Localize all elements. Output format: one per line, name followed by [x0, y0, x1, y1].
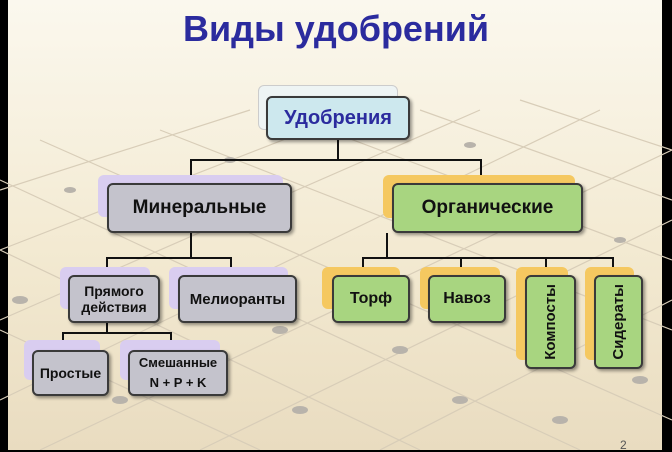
connector	[386, 233, 388, 259]
connector	[545, 257, 547, 269]
node-komposty-label: Компосты	[542, 284, 559, 360]
connector	[362, 257, 364, 269]
node-sideraty: Сидераты	[594, 275, 643, 369]
page-number: 2	[620, 438, 627, 452]
connector	[106, 322, 108, 334]
node-prostye: Простые	[32, 350, 109, 396]
connector	[190, 159, 482, 161]
connector	[337, 140, 339, 160]
connector	[62, 332, 172, 334]
node-organicheskie: Органические	[392, 183, 583, 233]
connector	[190, 159, 192, 177]
node-komposty: Компосты	[525, 275, 576, 369]
node-pryamogo-deystviya: Прямого действия	[68, 275, 160, 323]
node-udobreniya: Удобрения	[266, 96, 410, 140]
connector	[230, 257, 232, 269]
connector	[62, 332, 64, 342]
connector	[362, 257, 614, 259]
connector	[106, 257, 232, 259]
node-torf: Торф	[332, 275, 410, 323]
connector	[170, 332, 172, 342]
connector	[480, 159, 482, 177]
node-smeshannye: Смешанные N + P + K	[128, 350, 228, 396]
connector	[190, 233, 192, 259]
connector	[612, 257, 614, 269]
connector	[460, 257, 462, 269]
node-sideraty-label: Сидераты	[610, 284, 627, 360]
node-mineralnye: Минеральные	[107, 183, 292, 233]
node-melioranty: Мелиоранты	[178, 275, 297, 323]
page-title: Виды удобрений	[183, 8, 489, 49]
node-navoz: Навоз	[428, 275, 506, 323]
connector	[106, 257, 108, 269]
